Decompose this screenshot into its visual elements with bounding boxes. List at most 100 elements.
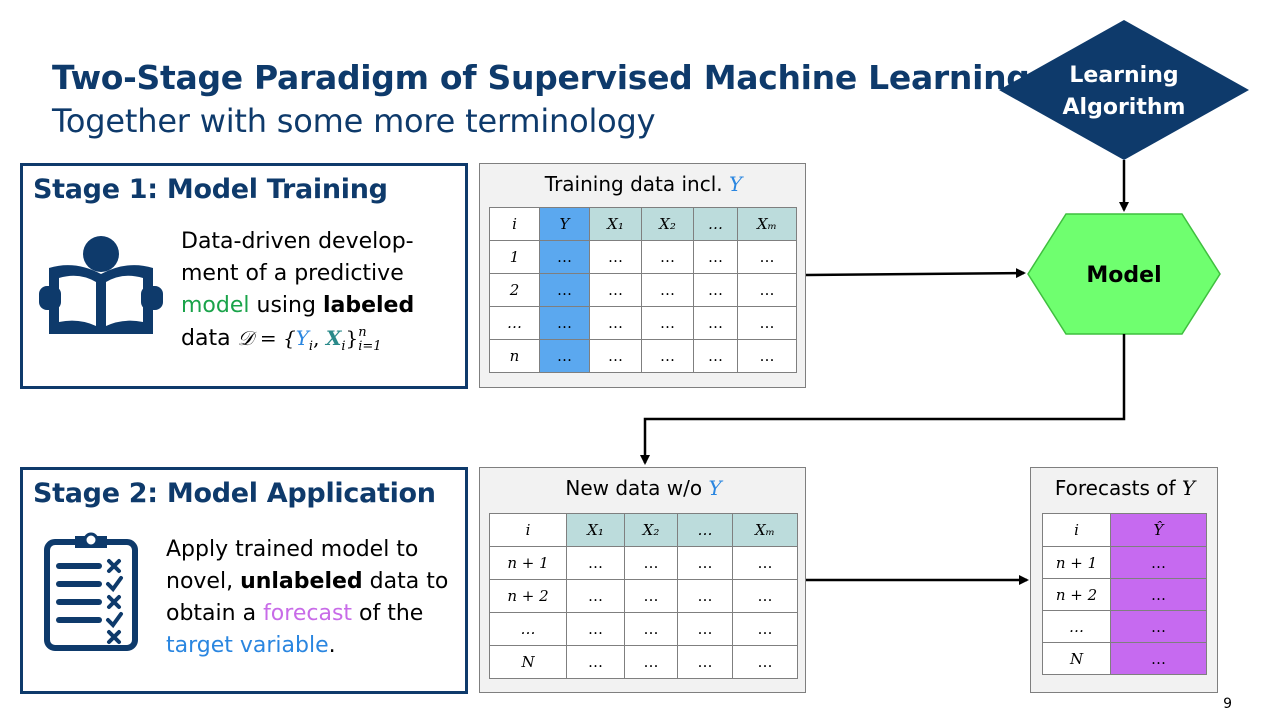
forecast-panel: Forecasts of Y i Ŷ n + 1 … n + 2 … … … N… (1030, 467, 1218, 693)
table-cell: … (539, 339, 590, 373)
table-cell: … (737, 240, 797, 274)
table-cell: … (641, 240, 694, 274)
learning-algorithm-diamond (999, 20, 1249, 160)
stage2-text-unlabeled: unlabeled (240, 569, 363, 594)
header-cell: … (677, 513, 733, 547)
slide-title: Two-Stage Paradigm of Supervised Machine… (52, 58, 1030, 97)
stage2-description: Apply trained model to novel, unlabeled … (166, 534, 456, 662)
table-row: n … … … … … (489, 339, 797, 373)
table-cell: … (641, 273, 694, 307)
table-cell: n + 1 (489, 546, 567, 580)
table-cell: N (489, 645, 567, 679)
stage1-text-model: model (181, 293, 250, 318)
table-cell: … (732, 612, 798, 646)
table-header-row: i Ŷ (1042, 513, 1207, 547)
stage1-text-1: Data-driven develop-ment of a predictive (181, 229, 414, 286)
table-header-row: i Y X₁ X₂ … Xₘ (489, 207, 797, 241)
table-row: 2 … … … … … (489, 273, 797, 307)
stage2-text-target: target variable (166, 633, 329, 658)
stage2-text-2: data to obtain a (166, 569, 449, 626)
table-cell: n (489, 339, 540, 373)
training-data-panel: Training data incl. Y i Y X₁ X₂ … Xₘ 1 …… (479, 163, 806, 388)
new-data-table: i X₁ X₂ … Xₘ n + 1 … … … … n + 2 … … … …… (489, 513, 798, 679)
formula-i1: i (308, 339, 314, 354)
formula-sub: i=1 (358, 338, 382, 354)
slide-subtitle: Together with some more terminology (52, 102, 656, 140)
header-cell: X₁ (589, 207, 642, 241)
header-cell: i (1042, 513, 1111, 547)
training-title-y: Y (728, 172, 743, 196)
arrow-model-to-new-data (640, 334, 1126, 465)
table-cell: 2 (489, 273, 540, 307)
stage1-box: Stage 1: Model Training Data-driven deve… (20, 163, 468, 389)
formula-close: } (345, 326, 359, 350)
header-cell: Xₘ (732, 513, 798, 547)
table-cell: … (677, 546, 733, 580)
learning-algorithm-label-1: Learning (1069, 63, 1178, 88)
new-panel-title: New data w/o Y (480, 476, 807, 500)
forecast-table: i Ŷ n + 1 … n + 2 … … … N … (1042, 513, 1207, 675)
stage1-text-3: data (181, 326, 238, 351)
table-cell: … (624, 546, 678, 580)
new-title-y: Y (708, 476, 722, 500)
stage2-text-3: of the (352, 601, 424, 626)
arrow-training-to-model (805, 268, 1026, 279)
model-label: Model (1086, 263, 1161, 288)
table-row: N … … … … (489, 645, 798, 679)
forecast-title-text: Forecasts of (1054, 476, 1182, 500)
stage1-description: Data-driven develop-ment of a predictive… (181, 226, 431, 363)
header-cell: … (693, 207, 738, 241)
header-cell: Xₘ (737, 207, 797, 241)
stage1-text-labeled: labeled (322, 293, 415, 318)
header-cell: Y (539, 207, 590, 241)
new-title-text: New data w/o (565, 476, 709, 500)
table-cell: … (589, 339, 642, 373)
table-row: … … (1042, 610, 1207, 643)
table-cell: … (641, 339, 694, 373)
table-cell: … (624, 579, 678, 613)
table-cell: n + 1 (1042, 546, 1111, 579)
table-row: n + 1 … … … … (489, 546, 798, 580)
table-row: 1 … … … … … (489, 240, 797, 274)
table-cell: … (732, 645, 798, 679)
table-cell: … (732, 579, 798, 613)
checklist-clipboard-icon (44, 532, 138, 651)
table-cell: … (693, 339, 738, 373)
formula-sup: n (358, 324, 367, 340)
learning-algorithm-label-2: Algorithm (1063, 95, 1186, 120)
stage2-text-end: . (328, 633, 336, 658)
training-table: i Y X₁ X₂ … Xₘ 1 … … … … … 2 … … … … … …… (489, 207, 797, 373)
stage2-box: Stage 2: Model Application Apply trained… (20, 467, 468, 694)
table-cell: N (1042, 642, 1111, 675)
formula-lhs: 𝒟 = { (237, 326, 296, 350)
header-cell: i (489, 513, 567, 547)
table-cell: … (489, 612, 567, 646)
table-cell: … (737, 306, 797, 340)
table-cell: … (677, 612, 733, 646)
header-cell: i (489, 207, 540, 241)
formula-y: Y (295, 326, 309, 350)
table-cell: … (1110, 546, 1207, 579)
new-data-panel: New data w/o Y i X₁ X₂ … Xₘ n + 1 … … … … (479, 467, 806, 693)
table-cell: … (624, 645, 678, 679)
table-cell: … (677, 579, 733, 613)
table-row: … … … … … (489, 612, 798, 646)
table-cell: … (1110, 642, 1207, 675)
table-cell: … (589, 240, 642, 274)
formula-i2: i (341, 339, 346, 354)
table-row: n + 2 … … … … (489, 579, 798, 613)
stage1-text-2: using (249, 293, 323, 318)
model-hexagon (1027, 213, 1221, 335)
table-cell: … (539, 273, 590, 307)
page-number: 9 (1223, 696, 1232, 712)
header-cell: Ŷ (1110, 513, 1207, 547)
formula-comma: , (313, 326, 326, 350)
table-cell: … (539, 306, 590, 340)
stage2-text-forecast: forecast (263, 601, 353, 626)
stage2-text-1: Apply trained model to novel, (166, 537, 419, 594)
open-book-reader-icon (39, 236, 163, 334)
table-cell: … (566, 579, 625, 613)
training-title-text: Training data incl. (544, 172, 729, 196)
table-cell: … (1042, 610, 1111, 643)
